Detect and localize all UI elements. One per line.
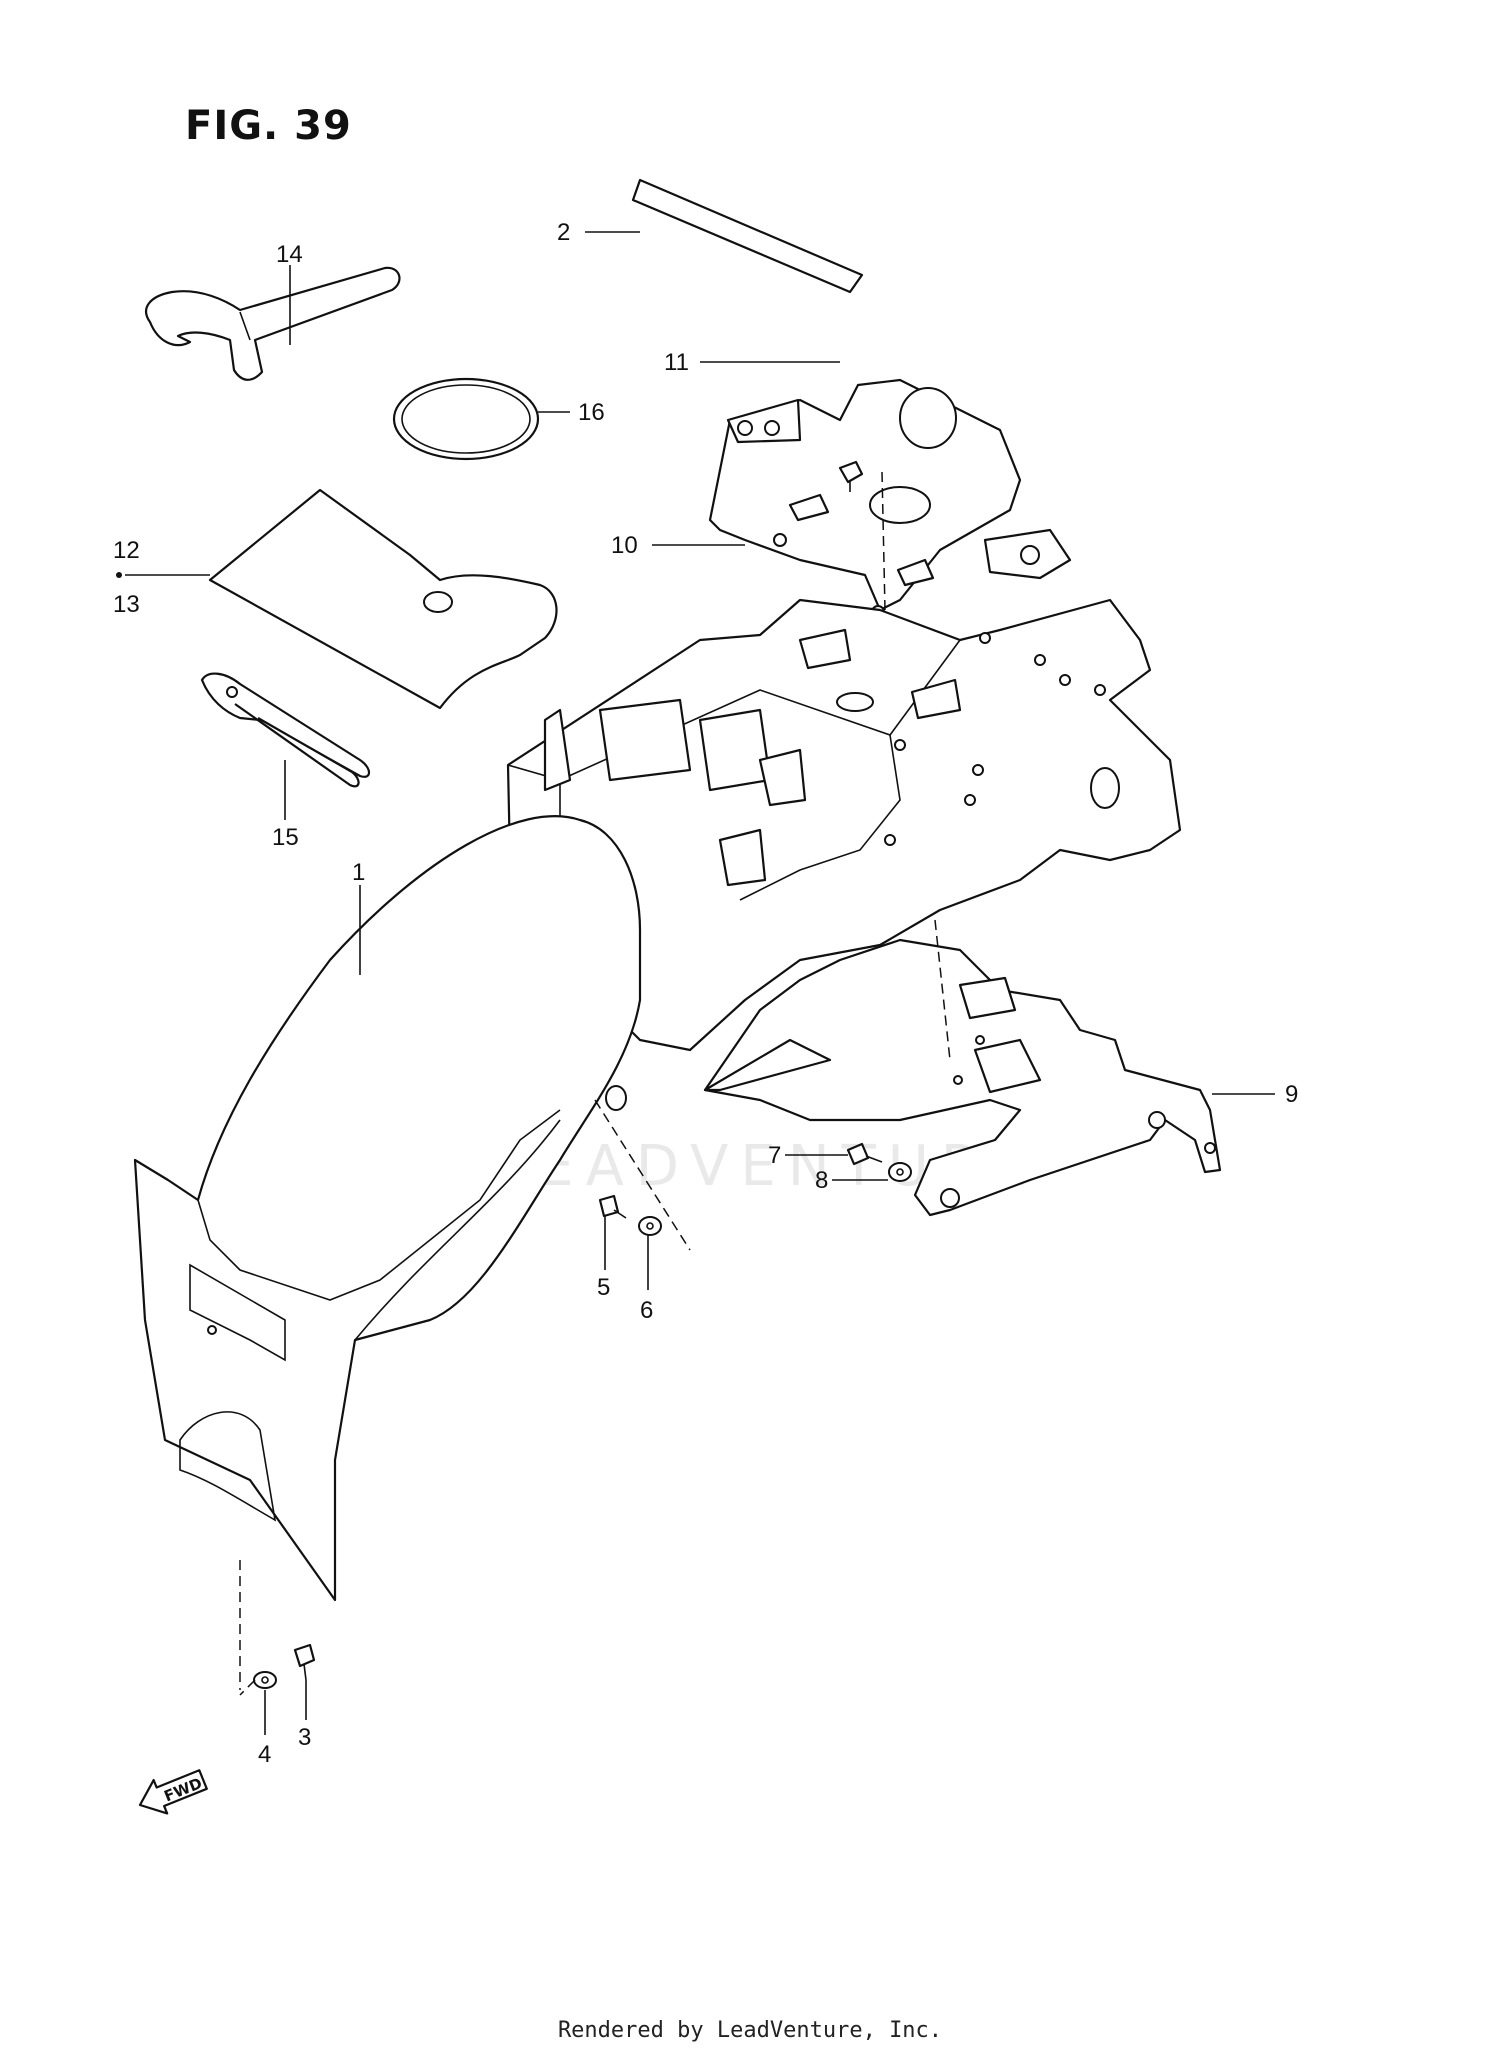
assembly-line-bracket-9 [934, 919, 951, 1061]
part-3-bolt[interactable] [293, 1643, 316, 1681]
part-1-rear-fender[interactable] [133, 815, 642, 1602]
part-4-washer[interactable] [253, 1671, 277, 1689]
callout-13: 13 [113, 591, 140, 618]
part-10-bracket[interactable] [708, 378, 1072, 619]
part-7-bolt[interactable] [846, 1142, 883, 1166]
leader-lines [125, 231, 1275, 1735]
callout-14: 14 [276, 241, 303, 268]
assembly-line-bolt-5 [594, 1099, 691, 1251]
part-6-washer[interactable] [638, 1216, 662, 1236]
callout-3: 3 [298, 1724, 311, 1751]
assembly-line-washer-4 [239, 1679, 256, 1696]
part-2-tape[interactable] [631, 178, 864, 294]
assembly-line-bolt-11 [881, 471, 886, 611]
callout-4: 4 [258, 1741, 271, 1768]
callout-8: 8 [815, 1167, 828, 1194]
callout-15: 15 [272, 824, 299, 851]
callout-9: 9 [1285, 1081, 1298, 1108]
part-8-washer[interactable] [888, 1162, 912, 1182]
rear-frame [506, 598, 1182, 1052]
part-12-13-tool-bag[interactable] [208, 488, 558, 710]
callout-7: 7 [768, 1142, 781, 1169]
callout-16: 16 [578, 399, 605, 426]
part-16-o-ring[interactable] [392, 377, 540, 461]
footer-credit: Rendered by LeadVenture, Inc. [557, 2018, 943, 2043]
callout-1: 1 [352, 859, 365, 886]
callout-labels: 2 14 16 11 10 12 13 15 1 9 7 8 5 6 3 4 [113, 219, 1298, 1768]
callout-5: 5 [597, 1274, 610, 1301]
forward-direction-arrow: FWD [138, 1769, 208, 1815]
part-15-pliers[interactable] [200, 672, 371, 788]
figure-title: FIG. 39 [185, 103, 352, 149]
callout-2: 2 [557, 219, 570, 246]
callout-11: 11 [664, 349, 689, 376]
part-5-bolt[interactable] [598, 1194, 627, 1219]
callout-6: 6 [640, 1297, 653, 1324]
callout-bullet [116, 572, 122, 578]
part-14-spanner-wrench[interactable] [145, 266, 401, 381]
part-11-bolt[interactable] [838, 460, 864, 492]
callout-12: 12 [113, 537, 140, 564]
part-9-lower-bracket[interactable] [703, 938, 1222, 1217]
callout-10: 10 [611, 532, 638, 559]
